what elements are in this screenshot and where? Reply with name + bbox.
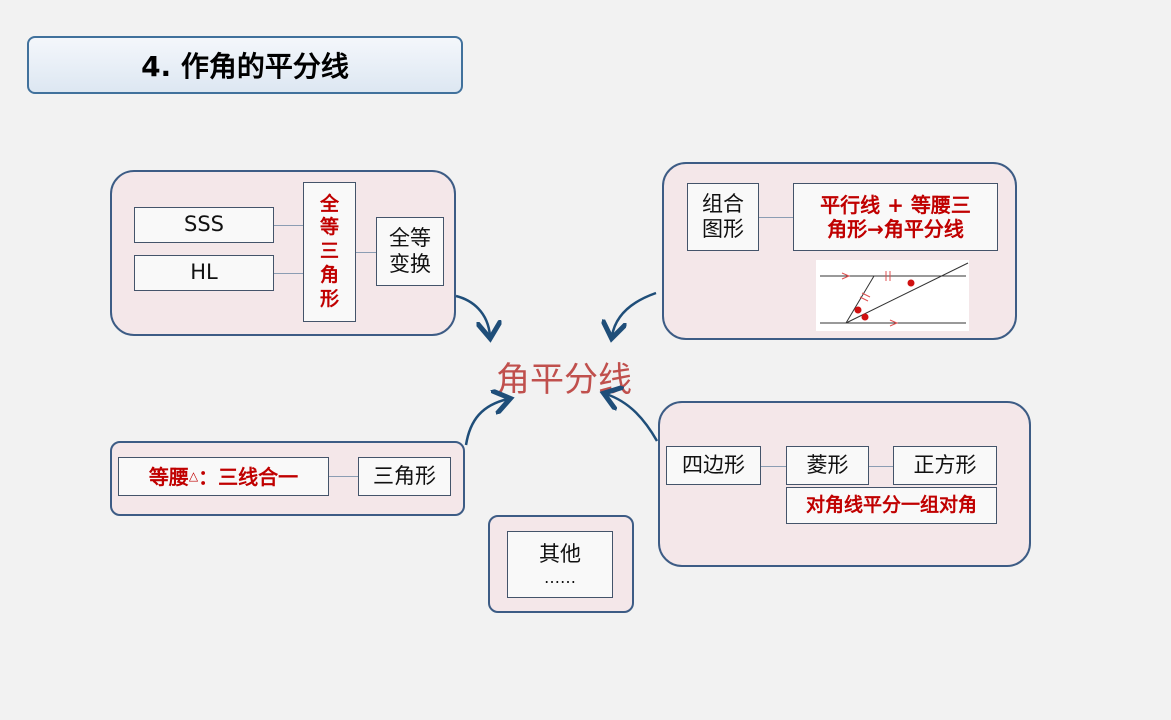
rhombus-label: 菱形 [806,452,849,477]
rhombus-box: 菱形 [786,446,869,485]
congruent-char: 全 [319,192,339,215]
other-ellipsis: …… [544,567,576,587]
combo-line1: 组合 [702,191,744,216]
congruent-transform-box: 全等 变换 [376,217,444,286]
arrow-bottom-right [606,394,659,442]
combo-line2: 图形 [702,217,744,241]
congruent-char: 三 [319,240,339,263]
diagonal-rule-box: 对角线平分一组对角 [786,487,997,524]
hl-label: HL [190,260,218,285]
arrow-top-right [612,291,657,336]
isosceles-prefix: 等腰 [148,464,189,489]
arrow-bottom-left [464,399,508,446]
triangle-box: 三角形 [358,457,451,496]
square-label: 正方形 [913,452,977,477]
parallel-lines-figure [816,260,969,331]
congruent-triangle-box: 全 等 三 角 形 [303,182,356,322]
parallel-isosceles-rule-box: 平行线 + 等腰三 角形→角平分线 [793,183,998,251]
connector-isosceles [329,476,358,477]
connector-quad [761,466,786,467]
quadrilateral-label: 四边形 [682,452,745,477]
connector-combo [759,217,793,218]
connector-transform [356,252,376,253]
connector-sss [274,225,303,226]
rule-line1: 平行线 + 等腰三 [820,193,971,217]
rule-line2: 角形→角平分线 [827,217,964,241]
arrow-top-left [455,294,490,336]
congruent-char: 等 [319,216,339,239]
transform-line1: 全等 [389,226,431,251]
hl-box: HL [134,255,274,291]
diagonal-rule-label: 对角线平分一组对角 [805,494,977,517]
three-lines-text: ：三线合一 [198,464,299,489]
triangle-label: 三角形 [373,463,436,488]
isosceles-three-lines-box: 等腰△：三线合一 [118,457,329,496]
transform-line2: 变换 [389,251,431,276]
other-label: 其他 [539,542,581,567]
connector-rhombus [869,466,893,467]
quadrilateral-box: 四边形 [666,446,761,485]
sss-box: SSS [134,207,274,243]
page-title-text: 4. 作角的平分线 [141,50,349,83]
triangle-symbol: △ [188,469,199,484]
composite-figure-box: 组合 图形 [687,183,759,251]
connector-hl [274,273,303,274]
page-title: 4. 作角的平分线 [27,36,463,94]
other-box: 其他 …… [507,531,613,598]
congruent-char: 形 [319,287,339,310]
congruent-char: 角 [319,263,339,286]
square-box: 正方形 [893,446,997,485]
sss-label: SSS [184,212,224,237]
